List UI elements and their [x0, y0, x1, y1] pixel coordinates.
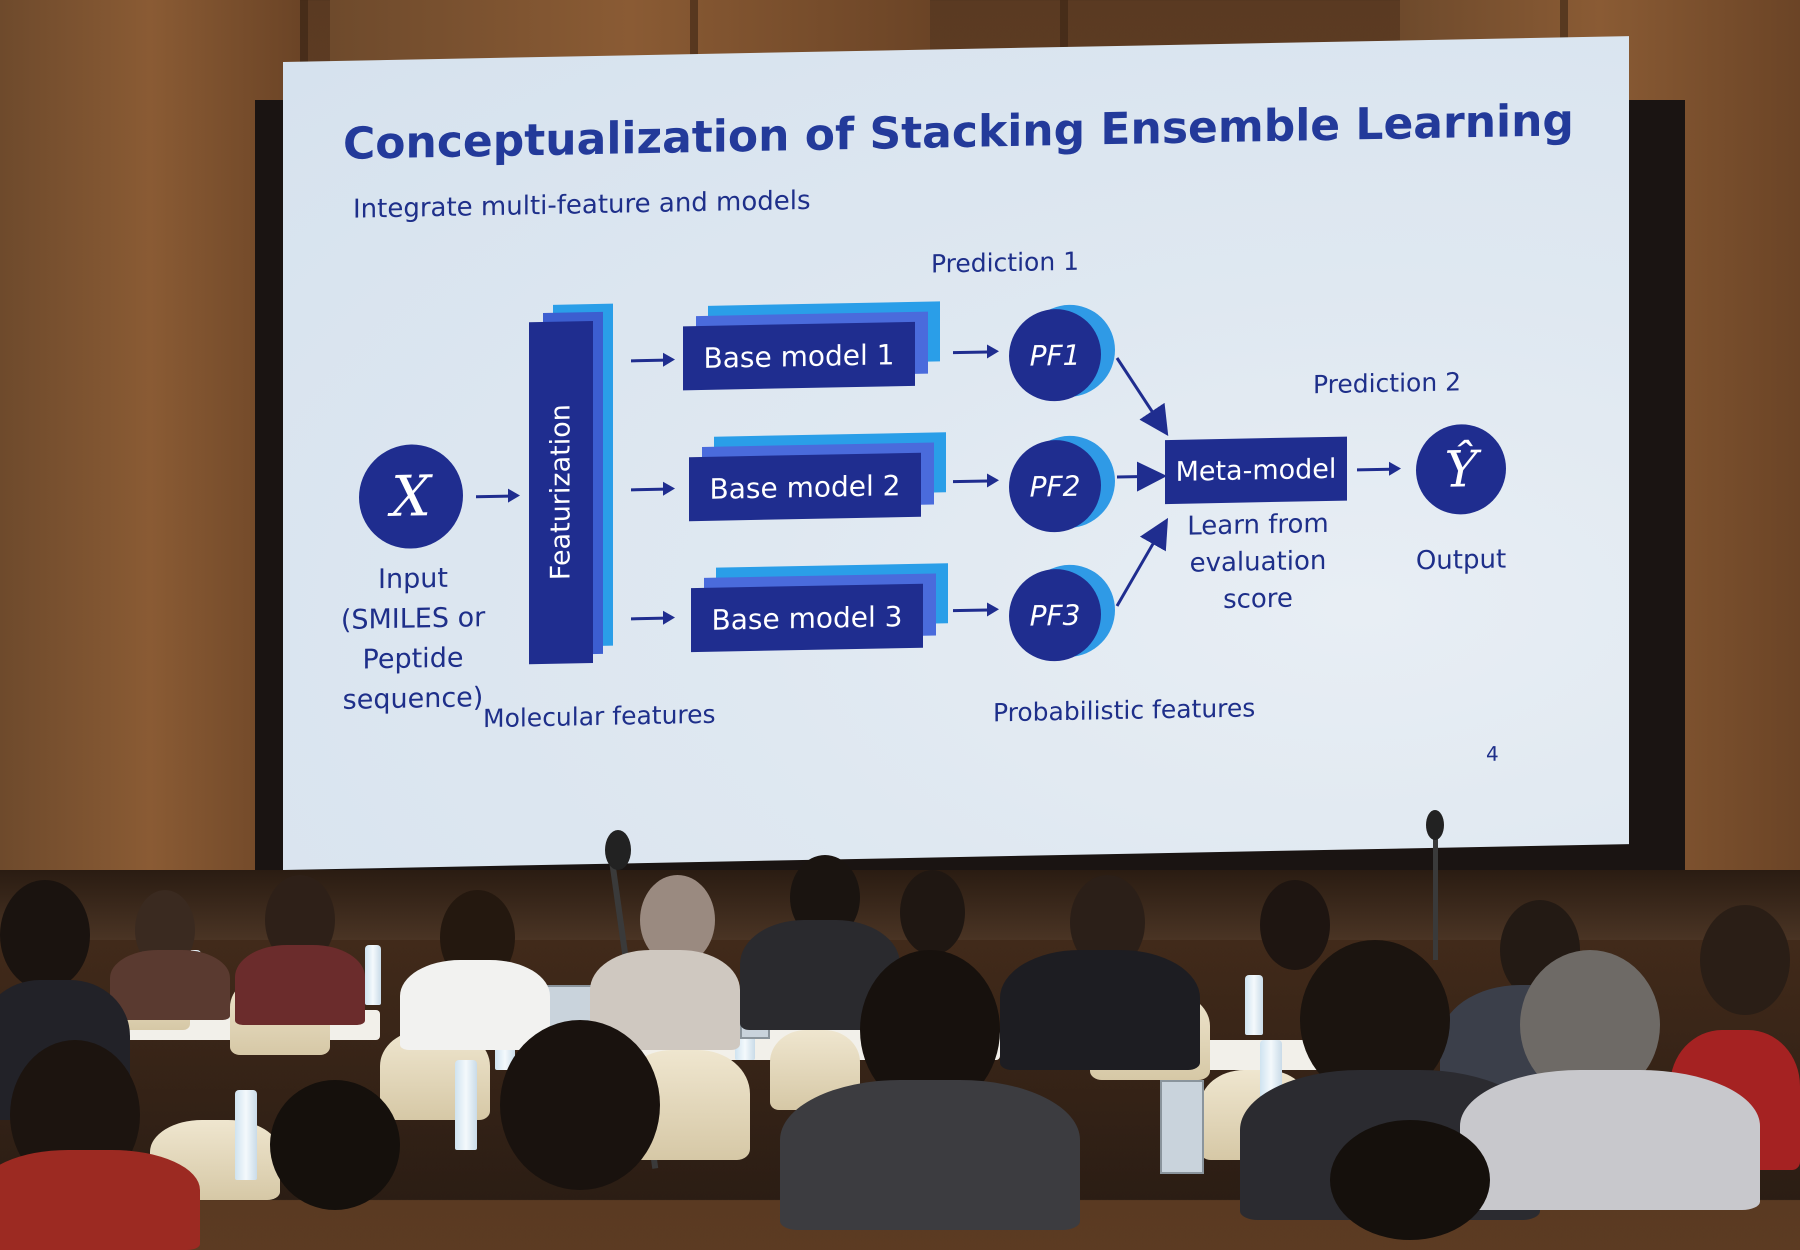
arrow-pf1-to-meta-model [1115, 357, 1169, 437]
prediction-2-label: Prediction 2 [1313, 367, 1462, 400]
slide-page-number: 4 [1486, 741, 1499, 766]
attendee-head [1260, 880, 1330, 970]
base-model-3: Base model 3 [691, 583, 923, 653]
water-bottle [1245, 975, 1263, 1035]
featurization-label: Featurization [545, 403, 577, 581]
meta-caption-line: score [1223, 583, 1293, 615]
attendee-head-foreground [270, 1080, 400, 1210]
arrow-model-1-to-pf1 [953, 350, 995, 355]
attendee-head [1700, 905, 1790, 1015]
presentation-slide: Conceptualization of Stacking Ensemble L… [283, 36, 1629, 871]
water-bottle [235, 1090, 257, 1180]
attendee-body-foreground [780, 1080, 1080, 1230]
attendee-body [400, 960, 550, 1050]
input-symbol: X [391, 463, 431, 530]
arrow-model-2-to-pf2 [953, 479, 995, 484]
attendee-body-foreground [0, 1150, 200, 1250]
attendee-body-foreground [1460, 1070, 1760, 1210]
meta-model-box: Meta-model [1165, 436, 1347, 505]
arrows-pf-to-meta-model [1115, 357, 1169, 607]
slide-title: Conceptualization of Stacking Ensemble L… [343, 95, 1574, 170]
wall-panel-left [0, 0, 300, 920]
arrow-meta-model-to-output [1357, 467, 1397, 472]
arrow-pf3-to-meta-model [1115, 517, 1169, 607]
meta-model-label: Meta-model [1175, 453, 1337, 488]
input-label-line: (SMILES or [340, 602, 486, 636]
prediction-1-label: Prediction 1 [931, 246, 1080, 279]
slide-subtitle: Integrate multi-feature and models [353, 185, 811, 225]
base-model-1-label: Base model 1 [703, 337, 895, 375]
attendee-head-foreground [1330, 1120, 1490, 1240]
arrow-featurization-to-model-1 [631, 358, 671, 363]
input-circle: X [359, 443, 463, 550]
meta-caption-line: evaluation [1189, 545, 1327, 579]
input-label-line: Input [378, 562, 448, 596]
pf1-label: PF1 [1029, 338, 1081, 373]
arrow-input-to-featurization [476, 494, 516, 499]
pf2-label: PF2 [1029, 469, 1081, 504]
attendee-body [110, 950, 230, 1020]
mic-head-left [605, 830, 631, 870]
attendee-body [1000, 950, 1200, 1070]
attendee-head-foreground [0, 880, 90, 990]
input-label-line: Peptide [362, 642, 464, 676]
arrow-pf2-to-meta-model [1117, 461, 1167, 492]
laptop [1160, 1080, 1204, 1174]
water-bottle [455, 1060, 477, 1150]
molecular-features-label: Molecular features [483, 699, 716, 734]
output-symbol: Ŷ [1444, 440, 1478, 499]
output-label: Output [1415, 544, 1507, 577]
meta-model-caption: Learn from evaluation score [1163, 505, 1353, 620]
output-circle: Ŷ [1416, 423, 1506, 516]
base-model-2-label: Base model 2 [709, 468, 901, 506]
meta-caption-line: Learn from [1187, 508, 1329, 542]
input-label-line: sequence) [342, 682, 484, 716]
attendee-body [235, 945, 365, 1025]
mic-stand-right [1433, 830, 1438, 960]
input-label: Input (SMILES or Peptide sequence) [333, 558, 493, 721]
water-bottle [365, 945, 381, 1005]
arrow-featurization-to-model-3 [631, 616, 671, 621]
mic-head-right [1426, 810, 1444, 840]
attendee-head [900, 870, 965, 955]
attendee-head-foreground [500, 1020, 660, 1190]
arrow-featurization-to-model-2 [631, 487, 671, 492]
pf3-label: PF3 [1029, 598, 1081, 633]
base-model-1: Base model 1 [683, 321, 915, 391]
base-model-2: Base model 2 [689, 452, 921, 522]
base-model-3-label: Base model 3 [711, 599, 903, 637]
arrow-model-3-to-pf3 [953, 608, 995, 613]
probabilistic-features-label: Probabilistic features [993, 693, 1256, 728]
